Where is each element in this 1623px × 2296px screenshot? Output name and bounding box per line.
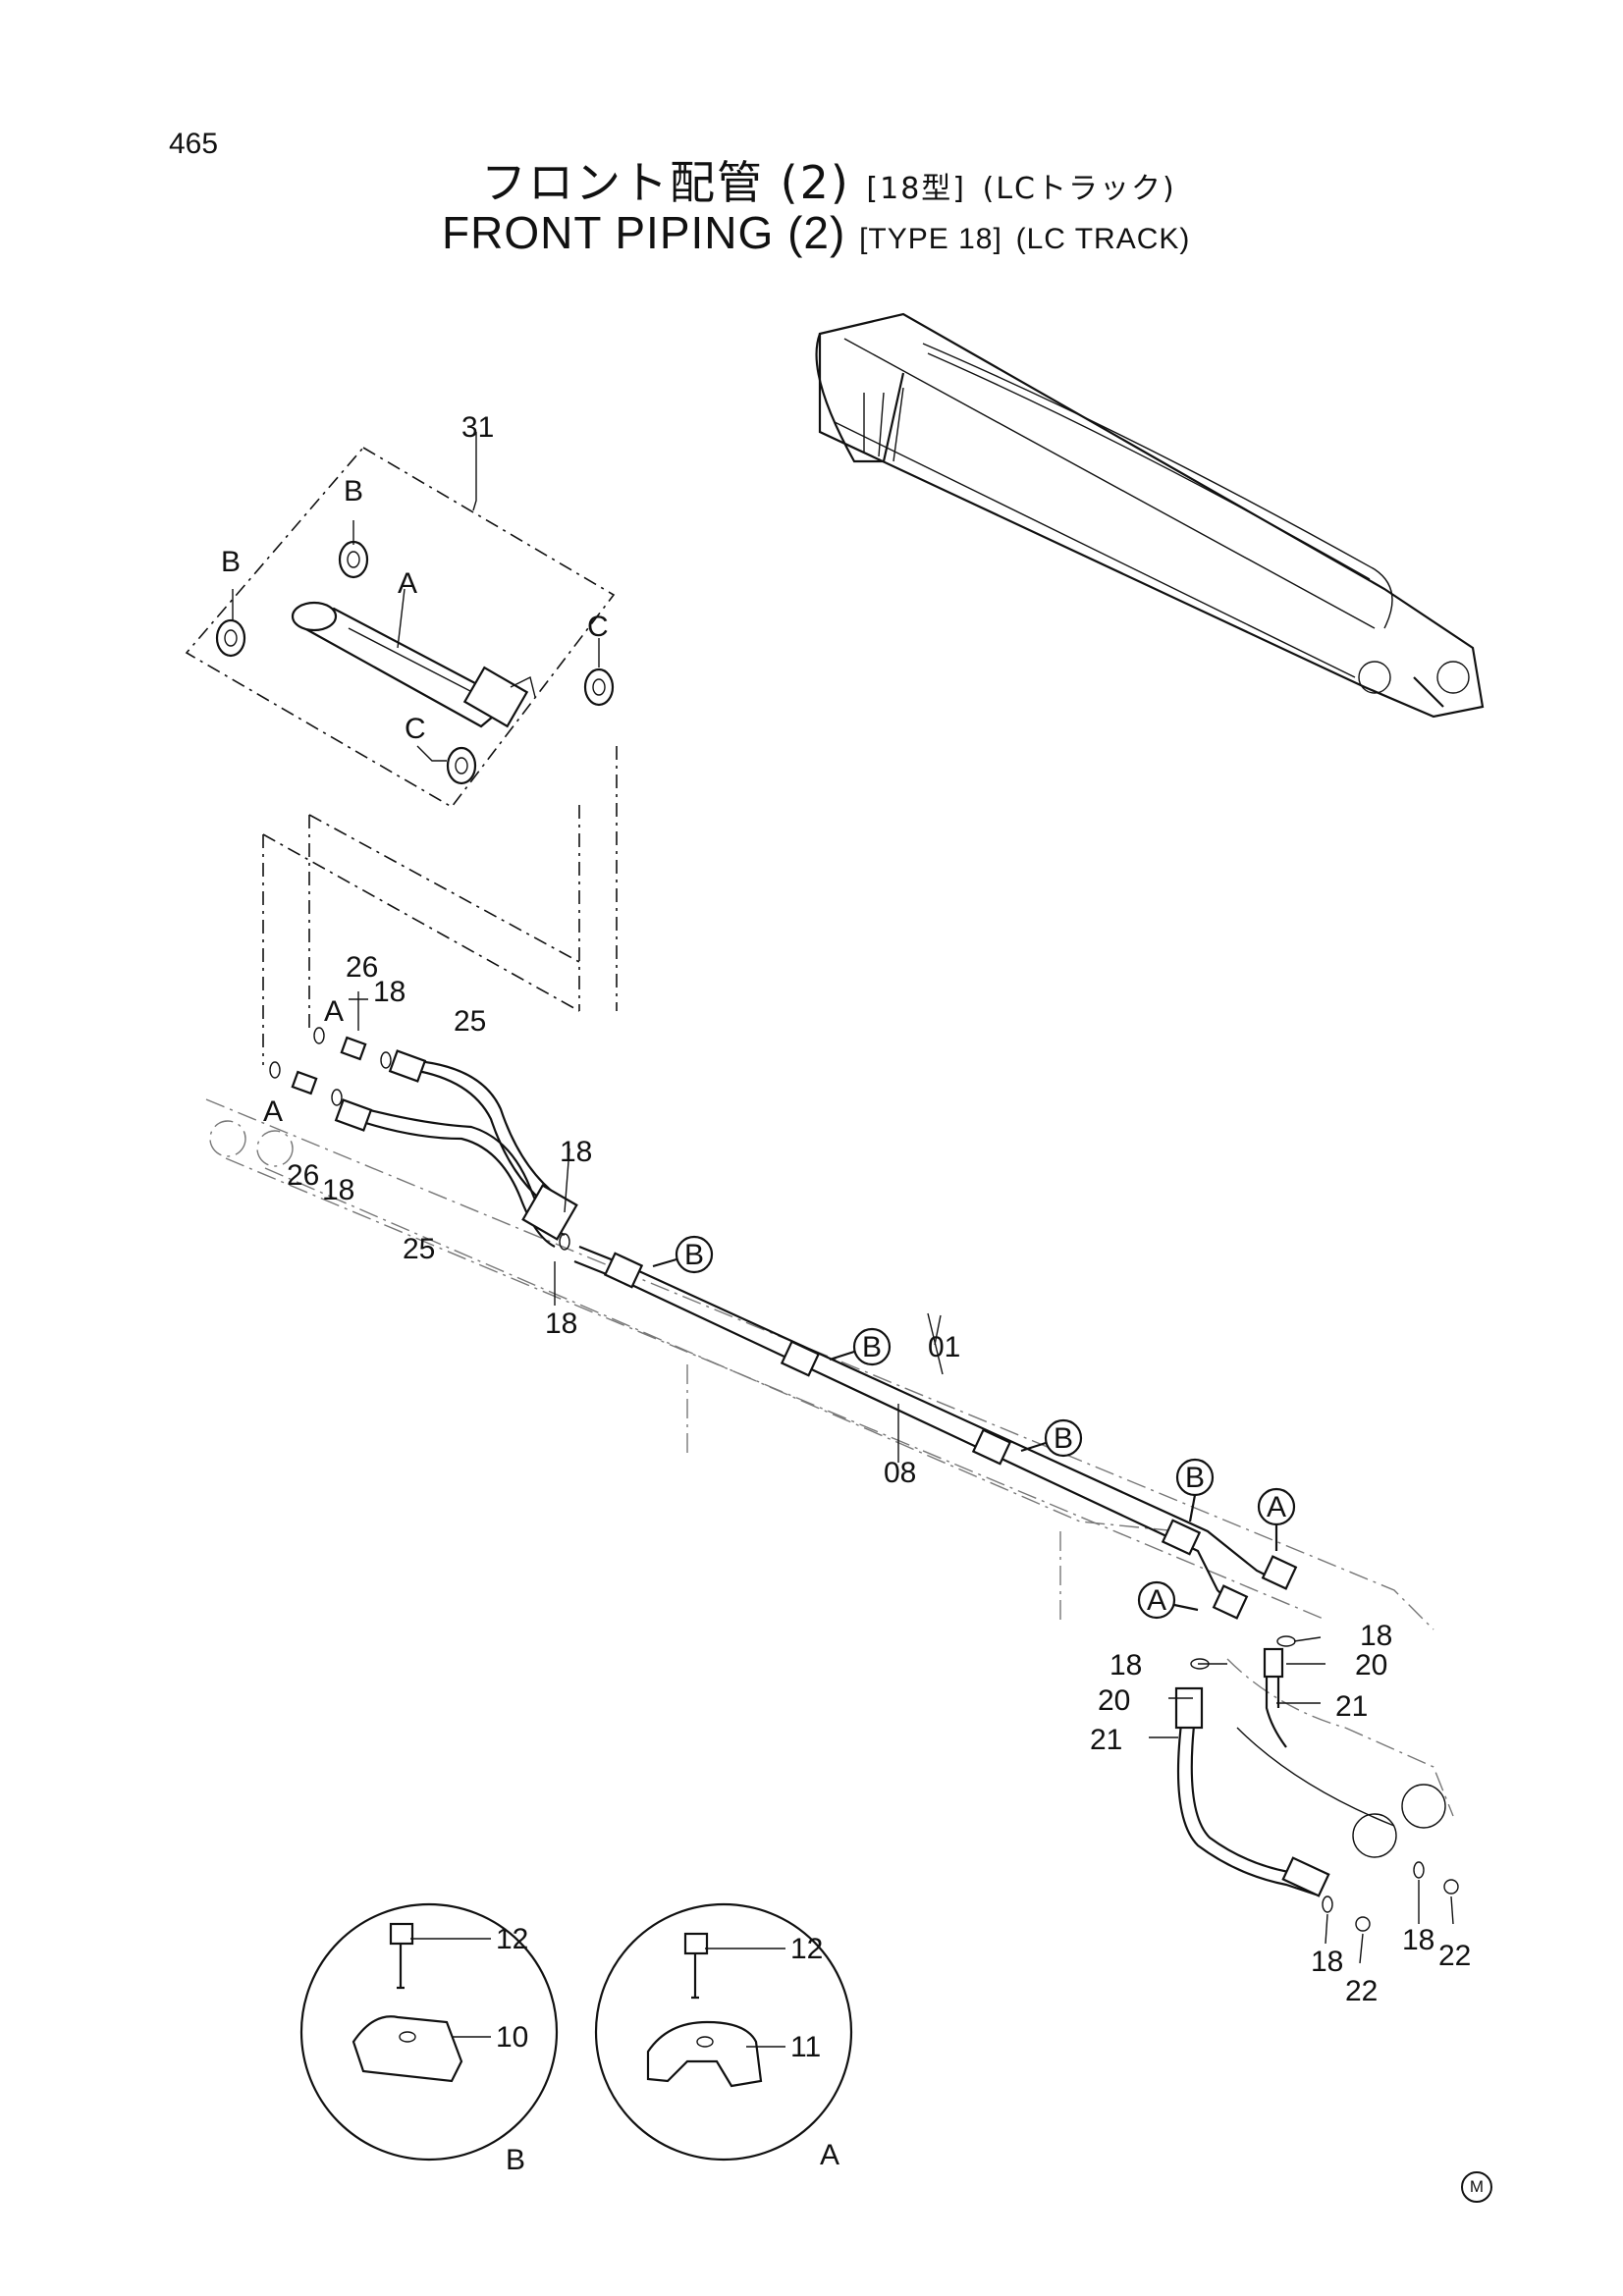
pipes-01-08 bbox=[573, 1245, 1298, 1620]
label-21b: 21 bbox=[1090, 1724, 1122, 1756]
label-18a: 18 bbox=[373, 976, 406, 1008]
label-26a: 26 bbox=[346, 951, 378, 984]
label-25a: 25 bbox=[454, 1005, 486, 1038]
label-25b: 25 bbox=[403, 1233, 435, 1265]
bubble-b1: B bbox=[684, 1239, 704, 1271]
excavator-front-overview bbox=[815, 312, 1485, 719]
label-18b: 18 bbox=[322, 1174, 354, 1206]
label-01: 01 bbox=[928, 1331, 960, 1363]
bushing-b-2 bbox=[215, 618, 246, 658]
label-22b: 22 bbox=[1438, 1940, 1471, 1972]
label-21a: 21 bbox=[1335, 1690, 1368, 1723]
title-english: FRONT PIPING (2) [TYPE 18] (LC TRACK) bbox=[442, 206, 1190, 259]
label-22a: 22 bbox=[1345, 1975, 1378, 2007]
label-c1: C bbox=[587, 611, 609, 643]
label-20a: 20 bbox=[1355, 1649, 1387, 1682]
cylinder-assembly-box bbox=[185, 432, 616, 809]
bushing-c-2 bbox=[446, 746, 477, 785]
label-18d: 18 bbox=[545, 1308, 577, 1340]
label-26b: 26 bbox=[287, 1159, 319, 1192]
title-en-track: (LC TRACK) bbox=[1015, 223, 1191, 255]
bubble-b2: B bbox=[862, 1331, 882, 1363]
bubble-a2: A bbox=[1147, 1584, 1166, 1617]
label-18h: 18 bbox=[1402, 1924, 1434, 1956]
detail-circle-a bbox=[594, 1902, 853, 2162]
detail-label-10: 10 bbox=[496, 2021, 528, 2054]
callout-bubbles bbox=[652, 1235, 1296, 1620]
title-en-type: [TYPE 18] bbox=[859, 223, 1002, 255]
bubble-a1: A bbox=[1267, 1491, 1286, 1523]
fittings-26 bbox=[269, 991, 570, 1251]
bubble-b4: B bbox=[1185, 1462, 1205, 1494]
assembly-guide-lines bbox=[262, 746, 618, 1065]
bubble-b3: B bbox=[1054, 1422, 1073, 1455]
hoses-21 bbox=[1174, 1635, 1459, 1932]
label-b2: B bbox=[221, 546, 241, 578]
detail-b-caption: B bbox=[506, 2144, 525, 2176]
bushing-c-1 bbox=[583, 667, 615, 707]
detail-circle-b bbox=[299, 1902, 559, 2162]
hoses-25 bbox=[334, 1049, 578, 1248]
label-b1: B bbox=[344, 475, 363, 507]
label-18e: 18 bbox=[1360, 1620, 1392, 1652]
callout-labels: 31 A B B C C 26 A 18 25 A 26 18 25 18 18… bbox=[221, 411, 1471, 2176]
label-18g: 18 bbox=[1311, 1946, 1343, 1978]
label-a-top: A bbox=[398, 567, 417, 600]
boom-ghost-outline bbox=[205, 1098, 1454, 1858]
bushing-b-1 bbox=[338, 540, 369, 579]
label-a2: A bbox=[263, 1095, 283, 1128]
label-c2: C bbox=[405, 713, 426, 745]
label-18f: 18 bbox=[1109, 1649, 1142, 1682]
title-jp-type: [18型] bbox=[866, 172, 966, 206]
detail-label-12a: 12 bbox=[496, 1923, 528, 1955]
label-31: 31 bbox=[461, 411, 494, 444]
detail-a-caption: A bbox=[820, 2139, 839, 2171]
label-18c: 18 bbox=[560, 1136, 592, 1168]
leader-lines bbox=[554, 1148, 1454, 1964]
label-08: 08 bbox=[884, 1457, 916, 1489]
title-japanese: フロント配管 (2) [18型] (LCトラック) bbox=[481, 147, 1176, 212]
title-jp-main: フロント配管 (2) bbox=[481, 156, 850, 209]
m-mark: M bbox=[1461, 2171, 1492, 2203]
label-a1: A bbox=[324, 995, 344, 1028]
title-en-main: FRONT PIPING (2) bbox=[442, 207, 846, 258]
page-number: 465 bbox=[169, 128, 219, 160]
title-jp-track: (LCトラック) bbox=[982, 172, 1176, 206]
detail-label-12b: 12 bbox=[790, 1933, 823, 1965]
detail-label-11: 11 bbox=[790, 2031, 821, 2063]
label-20b: 20 bbox=[1098, 1684, 1130, 1717]
